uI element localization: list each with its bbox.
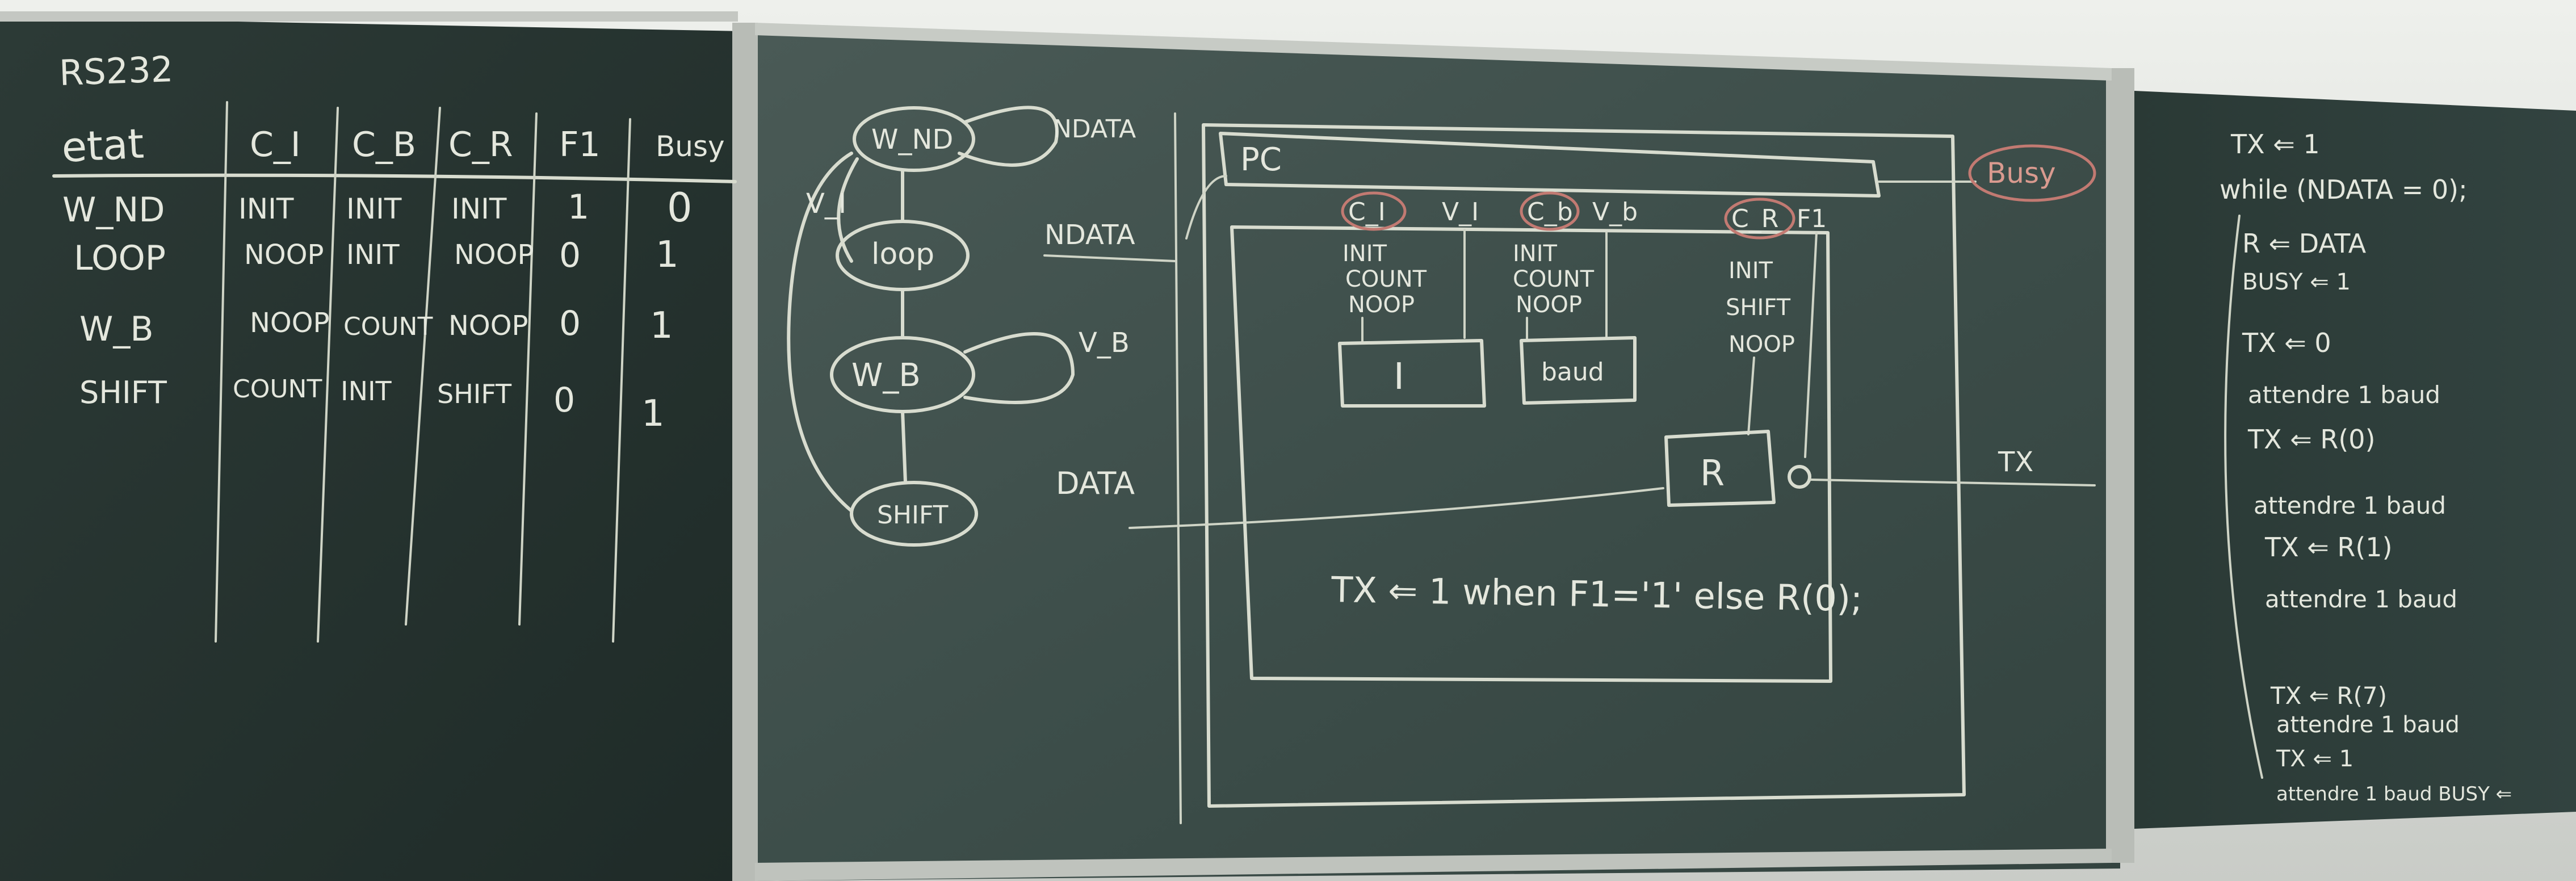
tx-equation: TX ⇐ 1 when F1='1' else R(0); [1331, 569, 1863, 619]
signal-c-b: C_b [1527, 198, 1573, 226]
signal-v-i: V_I [1442, 198, 1479, 226]
signal-f1: F1 [1797, 204, 1827, 233]
table-cell: SHIFT [437, 379, 512, 409]
table-cell: NOOP [244, 239, 324, 271]
table-cell: 1 [656, 234, 679, 276]
table-row: LOOP NOOP INIT NOOP 0 1 [74, 234, 679, 278]
table-header: C_R [448, 125, 513, 165]
command-text: INIT [1728, 258, 1773, 284]
table-header: etat [60, 120, 145, 171]
table-cell: 0 [667, 184, 693, 231]
output-tx: TX [1998, 446, 2033, 478]
table-cell: 1 [568, 187, 589, 227]
algorithm-line: TX ⇐ 1 [2276, 746, 2353, 772]
algorithm-line: attendre 1 baud [2265, 585, 2457, 613]
input-data: DATA [1056, 465, 1135, 501]
state-w-b: W_B [851, 357, 921, 394]
signal-c-i: C_I [1348, 198, 1386, 226]
datapath-diagram: PC C_I V_I C_b V_b C_R F1 INIT COUNT NOO… [1043, 123, 2096, 808]
command-text: COUNT [1345, 266, 1427, 292]
middle-board [744, 31, 2120, 881]
algorithm-line: attendre 1 baud [2254, 492, 2446, 519]
table-cell: NOOP [454, 239, 534, 271]
table-cell: W_ND [62, 190, 165, 230]
left-board [0, 17, 744, 881]
busy-output: Busy [1987, 157, 2056, 190]
table-cell: INIT [238, 192, 294, 225]
command-text: COUNT [1513, 266, 1595, 292]
transition-ndata: NDATA [1053, 115, 1136, 144]
algorithm-line: TX ⇐ R(1) [2264, 532, 2393, 563]
algorithm-line: TX ⇐ R(0) [2247, 424, 2376, 455]
table-cell: INIT [346, 239, 400, 271]
table-header: C_I [250, 125, 301, 165]
transition-v-i: V_I [806, 188, 846, 220]
command-text: INIT [1513, 241, 1558, 267]
command-text: SHIFT [1726, 295, 1791, 321]
state-w-nd: W_ND [871, 124, 953, 156]
block-i: I [1394, 356, 1404, 398]
table-header: Busy [656, 130, 725, 163]
table-cell: COUNT [233, 375, 322, 404]
command-text: INIT [1342, 241, 1387, 267]
algorithm-line: TX ⇐ 1 [2230, 129, 2320, 160]
signal-v-b: V_b [1592, 198, 1638, 226]
table-header: C_B [352, 125, 416, 165]
algorithm-line: attendre 1 baud BUSY ⇐ [2276, 783, 2512, 806]
pc-label: PC [1240, 141, 1282, 178]
table-cell: LOOP [74, 238, 166, 278]
rs232-title: RS232 [58, 48, 174, 94]
algorithm-line: R ⇐ DATA [2242, 228, 2367, 259]
state-table: etat C_I C_B C_R F1 Busy W_ND INIT INIT … [60, 120, 724, 435]
algorithm-line: attendre 1 baud [2248, 381, 2440, 409]
table-row: SHIFT COUNT INIT SHIFT 0 1 [79, 375, 665, 435]
table-cell: 1 [641, 393, 665, 435]
table-row: W_ND INIT INIT INIT 1 0 [62, 184, 693, 231]
table-cell: INIT [451, 192, 507, 225]
table-cell: 1 [650, 305, 673, 347]
state-shift: SHIFT [877, 501, 949, 530]
algorithm-line: attendre 1 baud [2276, 712, 2460, 738]
table-cell: 0 [553, 380, 575, 420]
state-machine: W_ND loop W_B SHIFT NDATA V_I V_B [787, 106, 1136, 547]
state-loop: loop [871, 237, 934, 271]
command-text: NOOP [1728, 332, 1795, 358]
table-cell: W_B [79, 309, 154, 349]
command-text: NOOP [1516, 292, 1582, 318]
table-cell: SHIFT [79, 375, 167, 410]
block-r: R [1700, 452, 1725, 494]
table-row: W_B NOOP COUNT NOOP 0 1 [79, 304, 673, 349]
table-cell: INIT [341, 376, 392, 406]
table-header: F1 [559, 125, 601, 165]
signal-c-r: C_R [1731, 204, 1778, 233]
right-board [2134, 91, 2576, 829]
table-cell: 0 [559, 304, 581, 343]
table-cell: 0 [559, 236, 581, 275]
block-baud: baud [1541, 358, 1604, 387]
algorithm-line: BUSY ⇐ 1 [2242, 269, 2351, 295]
algorithm-line: TX ⇐ R(7) [2270, 682, 2387, 710]
table-cell: NOOP [448, 310, 528, 342]
input-ndata: NDATA [1044, 219, 1135, 251]
transition-v-b: V_B [1079, 327, 1130, 359]
table-cell: COUNT [343, 312, 433, 341]
algorithm-line: while (NDATA = 0); [2220, 174, 2468, 205]
algorithm-line: TX ⇐ 0 [2242, 328, 2331, 358]
table-cell: INIT [346, 192, 402, 225]
table-cell: NOOP [250, 307, 329, 339]
command-text: NOOP [1348, 292, 1415, 318]
algorithm-notes: TX ⇐ 1 while (NDATA = 0); R ⇐ DATA BUSY … [2220, 129, 2512, 806]
